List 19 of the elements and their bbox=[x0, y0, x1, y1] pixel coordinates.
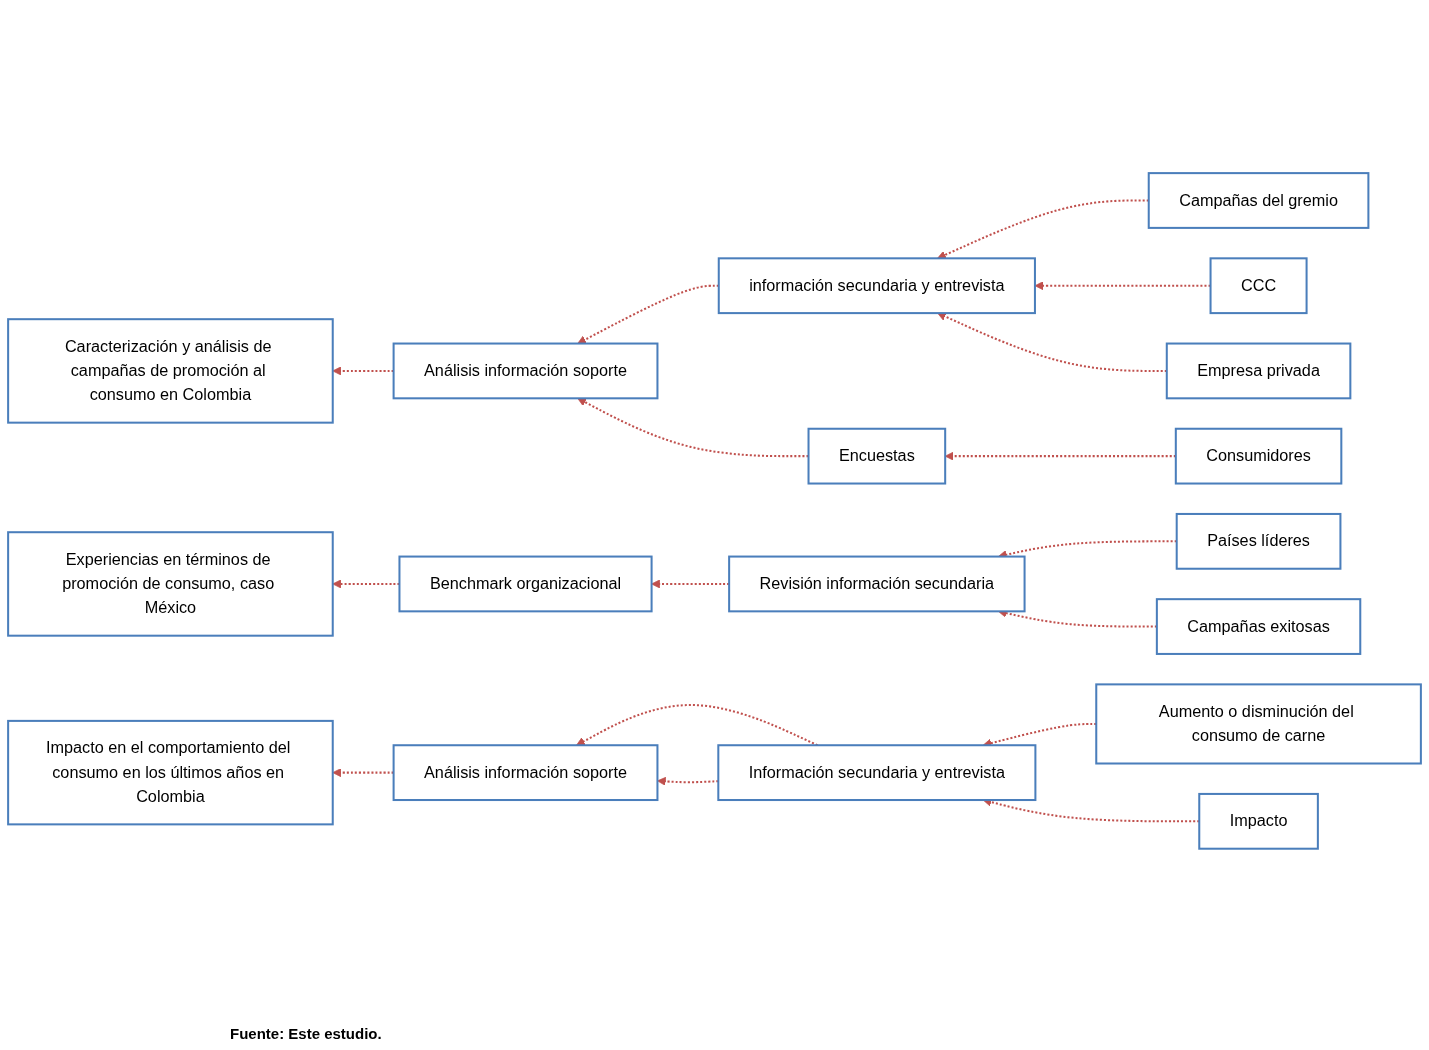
node-box: Encuestas bbox=[807, 427, 947, 485]
caption: Fuente: Este estudio. bbox=[229, 1024, 383, 1044]
node-box: Empresa privada bbox=[1165, 342, 1352, 399]
node-box: información secundaria y entrevista bbox=[717, 256, 1036, 314]
node-box: Análisis información soporte bbox=[392, 743, 659, 801]
node-box: Caracterización y análisis de campañas de promoción al consumo en Colombia bbox=[7, 317, 334, 424]
node-box: Benchmark organizacional bbox=[398, 555, 653, 612]
node-box: Impacto bbox=[1198, 792, 1319, 850]
node-box: Consumidores bbox=[1174, 427, 1343, 485]
node-box: Análisis información soporte bbox=[392, 342, 659, 399]
node-box: Países líderes bbox=[1175, 512, 1342, 570]
node-box: Aumento o disminución del consumo de carne bbox=[1095, 682, 1422, 765]
node-box: Impacto en el comportamiento del consumo en los últimos años en Colombia bbox=[7, 719, 334, 825]
node-box: Campañas exitosas bbox=[1155, 597, 1362, 655]
node-box: Información secundaria y entrevista bbox=[717, 743, 1037, 801]
node-box: Revisión información secundaria bbox=[728, 555, 1026, 612]
node-box: Campañas del gremio bbox=[1147, 171, 1370, 229]
node-box: CCC bbox=[1209, 256, 1308, 314]
node-box: Experiencias en términos de promoción de consumo, caso México bbox=[7, 530, 334, 637]
